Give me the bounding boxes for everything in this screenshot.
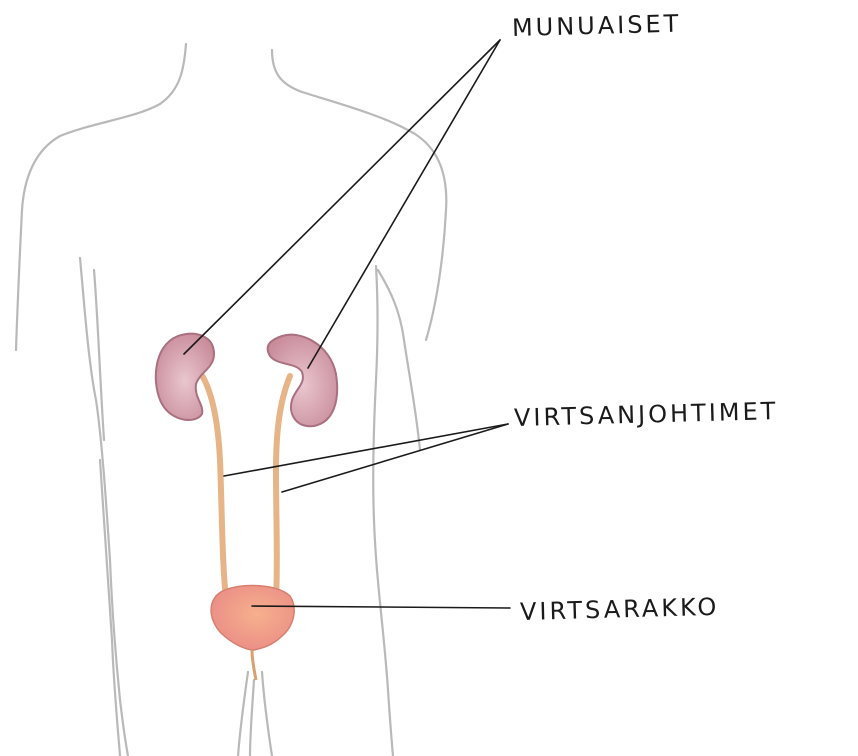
- bladder: [211, 586, 294, 681]
- ureters: [200, 372, 290, 600]
- leader-line-kidneys-right: [308, 40, 500, 368]
- leader-line-kidneys-left: [184, 40, 500, 354]
- leader-line-ureters-left: [224, 424, 508, 476]
- body-outline: [16, 44, 446, 756]
- label-bladder: VIRTSARAKKO: [520, 593, 720, 626]
- leader-lines: [184, 40, 510, 608]
- label-kidneys: MUNUAISET: [512, 10, 682, 42]
- leader-line-ureters-right: [282, 424, 508, 492]
